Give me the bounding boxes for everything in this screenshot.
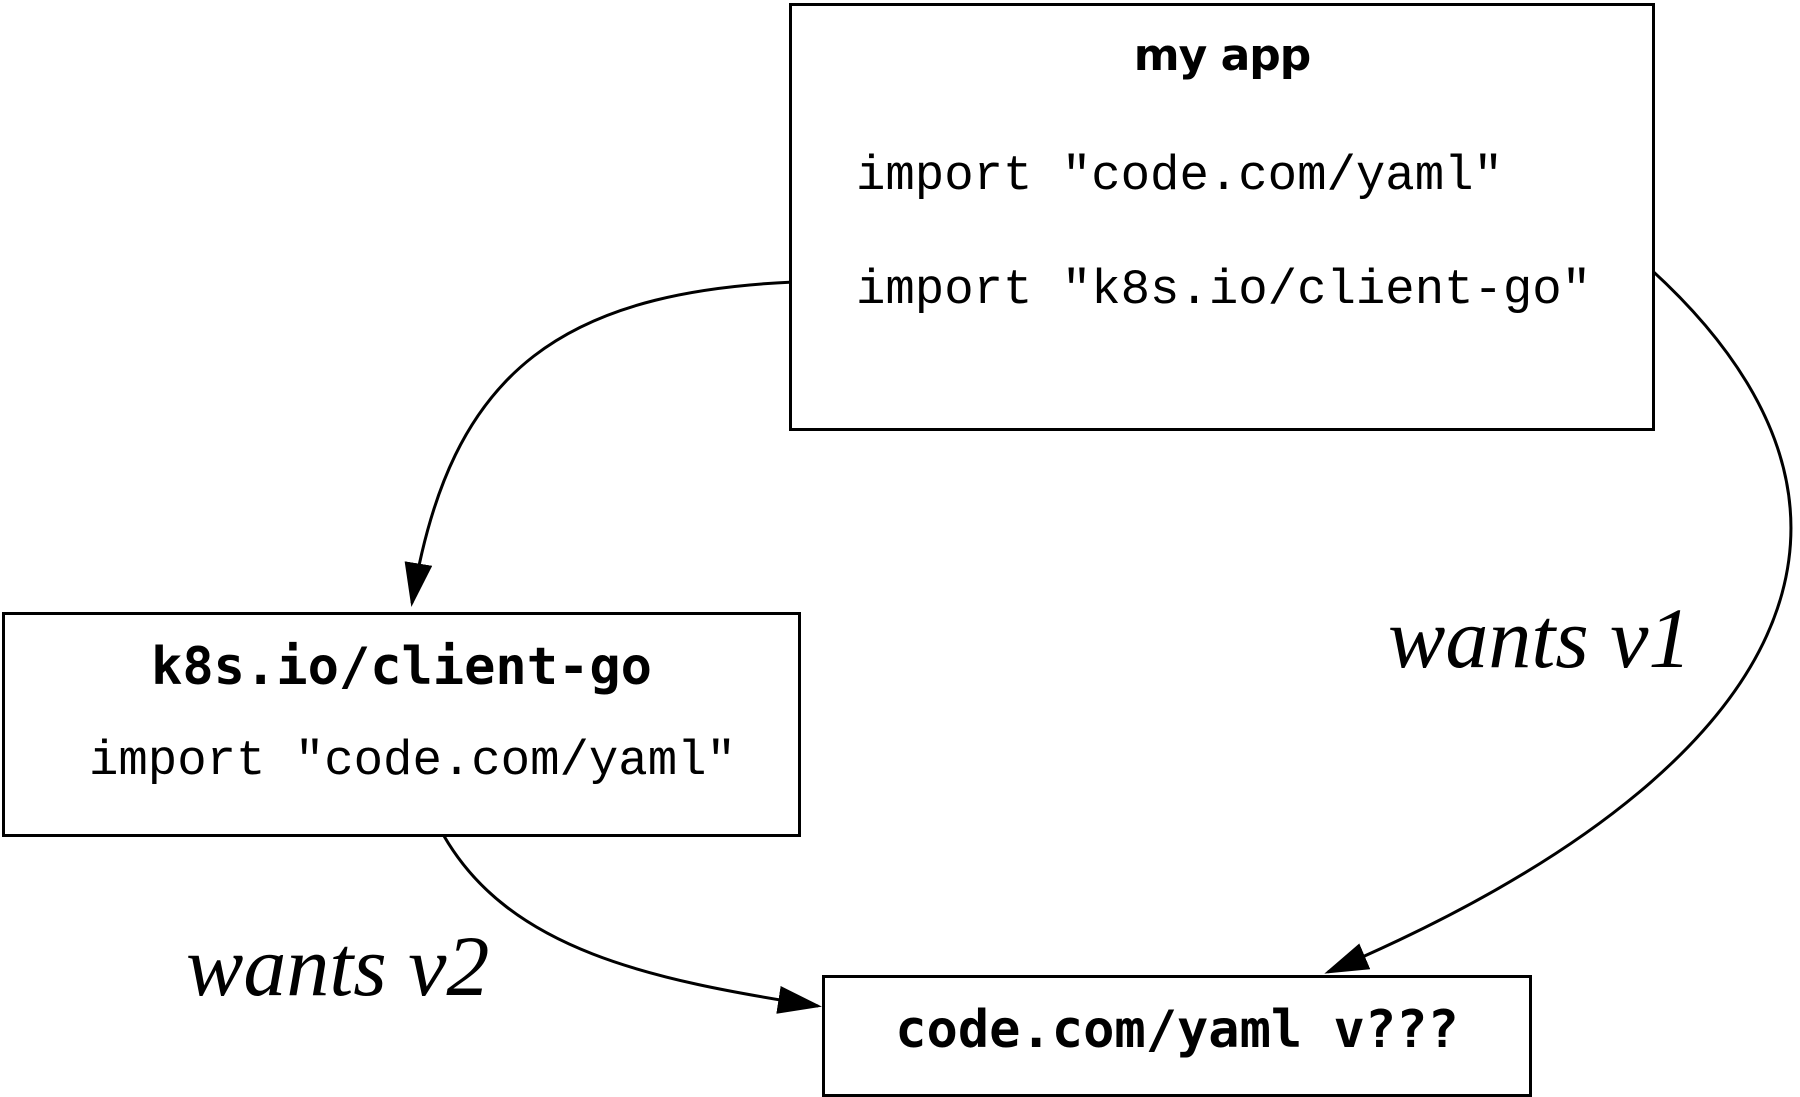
arrow-app-to-client [404,279,829,607]
app-import-yaml: import "code.com/yaml" [856,148,1503,204]
wants-v2-label: wants v2 [186,918,490,1014]
yaml-box: code.com/yaml v??? [822,975,1532,1097]
app-box: my app import "code.com/yaml" import "k8… [789,3,1655,431]
client-go-box: k8s.io/client-go import "code.com/yaml" [2,612,801,837]
arrow-app-to-yaml [1324,174,1793,974]
yaml-title: code.com/yaml v??? [895,1000,1459,1060]
app-title: my app [1133,30,1312,81]
client-go-import-yaml: import "code.com/yaml" [89,733,736,789]
wants-v1-label: wants v1 [1388,590,1692,686]
arrow-client-to-yaml [442,835,822,1014]
client-go-title: k8s.io/client-go [151,637,652,697]
app-import-client-go: import "k8s.io/client-go" [856,262,1592,318]
